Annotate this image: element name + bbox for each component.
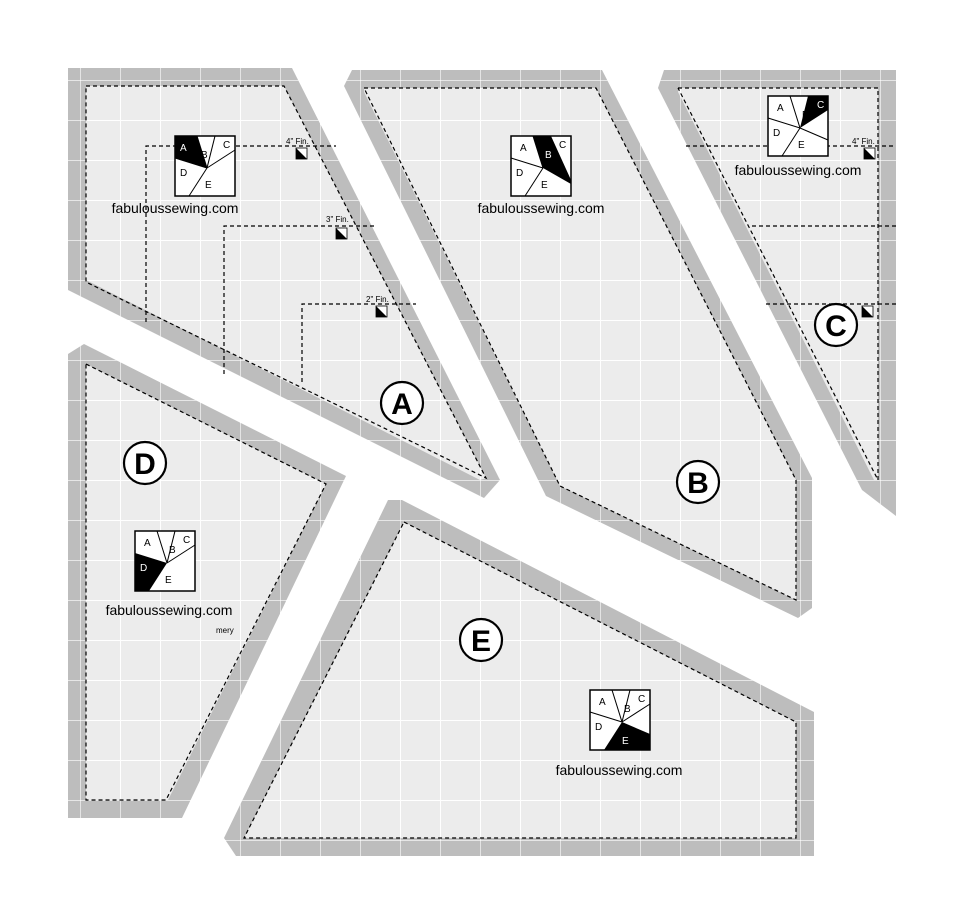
fin-marker-2in [375, 305, 388, 318]
fin-label-2in: 2" Fin. [366, 295, 389, 304]
svg-text:B: B [169, 545, 176, 556]
svg-text:B: B [624, 704, 631, 715]
block-logo-c: A B C D E [767, 95, 829, 157]
svg-text:D: D [773, 128, 780, 139]
website-text-d: fabuloussewing.com [106, 602, 233, 618]
svg-text:C: C [559, 140, 566, 151]
template-letter-e: E [458, 617, 504, 663]
fin-marker-c-4in [863, 147, 876, 160]
svg-text:A: A [391, 388, 413, 421]
template-letter-c: C [813, 302, 859, 348]
fin-label-c-4in: 4" Fin. [852, 137, 875, 146]
template-d: A B C D E fabuloussewing.com mery D [68, 344, 346, 818]
svg-text:C: C [825, 310, 847, 343]
template-c-seam-line [677, 87, 879, 481]
svg-text:B: B [545, 150, 552, 161]
template-e: A B C D E fabuloussewing.com E [224, 500, 814, 856]
template-e-body [244, 522, 796, 838]
svg-text:B: B [802, 110, 809, 121]
website-text-c: fabuloussewing.com [735, 162, 862, 178]
svg-text:D: D [516, 168, 523, 179]
svg-text:C: C [638, 694, 645, 705]
svg-text:D: D [140, 563, 147, 574]
website-text-b: fabuloussewing.com [478, 200, 605, 216]
template-b-seam-line [363, 87, 797, 601]
template-letter-d: D [122, 440, 168, 486]
svg-text:A: A [777, 103, 784, 114]
svg-text:A: A [520, 143, 527, 154]
svg-text:C: C [817, 100, 824, 111]
tiny-text-d: mery [216, 626, 234, 635]
block-logo-a: A B C D E [174, 135, 236, 197]
template-letter-a: A [379, 380, 425, 426]
fin-marker-3in [335, 227, 348, 240]
block-logo-b: A B C D E [510, 135, 572, 197]
svg-text:E: E [471, 625, 491, 658]
svg-text:A: A [144, 538, 151, 549]
template-d-seam-line [85, 363, 327, 801]
guide-2in [301, 303, 416, 382]
fin-label-4in: 4" Fin. [286, 137, 309, 146]
guide-4in [145, 145, 336, 322]
template-a: 4" Fin. 3" Fin. 2" Fin. A B C D E fabulo… [68, 68, 500, 498]
fin-marker-4in [295, 147, 308, 160]
svg-text:C: C [183, 535, 190, 546]
svg-text:D: D [595, 722, 602, 733]
website-text-a: fabuloussewing.com [112, 200, 239, 216]
svg-text:E: E [205, 180, 212, 191]
template-letter-b: B [675, 459, 721, 505]
svg-text:A: A [180, 143, 187, 154]
svg-text:E: E [798, 140, 805, 151]
template-b: A B C D E fabuloussewing.com B [344, 70, 812, 618]
svg-text:E: E [541, 180, 548, 191]
fin-marker-c-2in [861, 305, 874, 318]
svg-text:B: B [687, 467, 709, 500]
block-logo-e: A B C D E [589, 689, 651, 751]
svg-text:E: E [622, 736, 629, 747]
guide-3in [223, 225, 376, 374]
svg-text:E: E [165, 575, 172, 586]
template-e-seam-line [243, 521, 797, 839]
template-c: 4" Fin. A B C D E fabuloussewing.com C [658, 70, 896, 516]
svg-text:B: B [201, 150, 208, 161]
block-logo-d: A B C D E [134, 530, 196, 592]
svg-text:D: D [180, 168, 187, 179]
svg-text:A: A [599, 697, 606, 708]
svg-text:D: D [134, 448, 156, 481]
website-text-e: fabuloussewing.com [556, 762, 683, 778]
template-a-seam-line [85, 85, 488, 480]
fin-label-3in: 3" Fin. [326, 215, 349, 224]
svg-text:C: C [223, 140, 230, 151]
